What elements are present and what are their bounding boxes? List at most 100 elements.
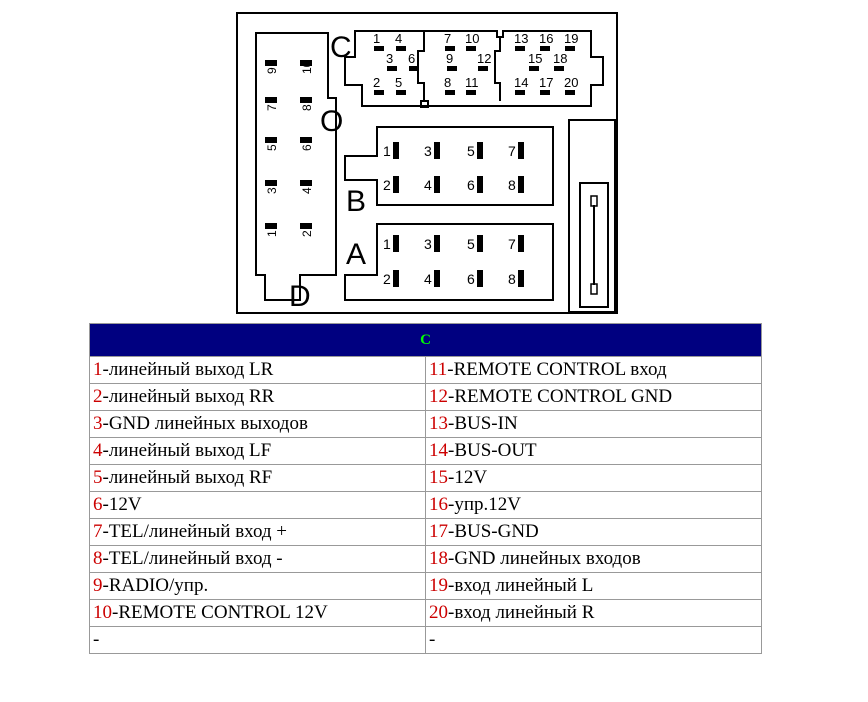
connector-c-pin (540, 46, 550, 51)
connector-c-divider-right (494, 37, 501, 101)
connector-d-pin-label: 2 (300, 230, 314, 237)
connector-a-pin-label: 6 (467, 271, 475, 287)
connector-d-pin-label: 5 (265, 144, 279, 151)
pin-cell: 11-REMOTE CONTROL вход (425, 356, 762, 384)
connector-a-pin-label: 7 (508, 236, 516, 252)
connector-d-pin-label: 8 (300, 104, 314, 111)
pin-number: 6 (93, 494, 103, 515)
connector-c-pin (374, 90, 384, 95)
pin-number: 15 (429, 467, 448, 488)
pin-description: -REMOTE CONTROL 12V (112, 602, 328, 623)
pin-number: 2 (93, 386, 103, 407)
connector-c-pin-label: 5 (395, 75, 402, 90)
connector-b-housing (344, 126, 554, 206)
connector-c-pin-label: 19 (564, 31, 578, 46)
pin-description: -REMOTE CONTROL GND (448, 386, 673, 407)
connector-b-pin (477, 142, 483, 159)
pin-cell: 4-линейный выход LF (89, 437, 426, 465)
connector-c-pin (409, 66, 419, 71)
connector-d-pin (300, 97, 312, 103)
connector-a-pin-label: 5 (467, 236, 475, 252)
connector-c-pin (529, 66, 539, 71)
pin-number: 18 (429, 548, 448, 569)
antenna-slot-outer (568, 119, 616, 313)
connector-c-key (420, 100, 429, 108)
pin-cell: 8-TEL/линейный вход - (89, 545, 426, 573)
connector-c-pin-label: 9 (446, 51, 453, 66)
connector-d-pin (300, 223, 312, 229)
connector-d-pin-label: 3 (265, 187, 279, 194)
connector-a-pin (477, 270, 483, 287)
connector-a-pin (518, 270, 524, 287)
pin-number: 9 (93, 575, 103, 596)
connector-b-pin (477, 176, 483, 193)
pin-description: -12V (102, 494, 142, 515)
pin-cell: - (425, 626, 762, 654)
connector-c-pin (447, 66, 457, 71)
connector-d-pin (300, 137, 312, 143)
pin-description: -вход линейный R (448, 602, 595, 623)
table-row: 8-TEL/линейный вход -18-GND линейных вхо… (89, 545, 762, 573)
pin-number: 16 (429, 494, 448, 515)
pin-number: 14 (429, 440, 448, 461)
connector-d-pin-label: 4 (300, 187, 314, 194)
connector-a-pin (393, 270, 399, 287)
table-header-row: C (89, 323, 762, 357)
pin-cell: 10-REMOTE CONTROL 12V (89, 599, 426, 627)
pin-cell: 12-REMOTE CONTROL GND (425, 383, 762, 411)
pin-cell: 5-линейный выход RF (89, 464, 426, 492)
pin-description: -упр.12V (448, 494, 521, 515)
connector-a-label: A (346, 238, 366, 271)
pin-description: -TEL/линейный вход - (102, 548, 283, 569)
connector-d-pin (265, 60, 277, 66)
connector-d-pin (265, 180, 277, 186)
table-row: 2-линейный выход RR 12-REMOTE CONTROL GND (89, 383, 762, 411)
pin-description: -линейный выход RF (102, 467, 273, 488)
connector-b-pin (393, 176, 399, 193)
table-header: C (89, 323, 762, 357)
connector-c-pin-label: 8 (444, 75, 451, 90)
pin-number: 10 (93, 602, 112, 623)
pin-number: 1 (93, 359, 103, 380)
table-row: 7-TEL/линейный вход +17-BUS-GND (89, 518, 762, 546)
pin-cell: 18-GND линейных входов (425, 545, 762, 573)
connector-c-pin-label: 1 (373, 31, 380, 46)
connector-d-pin-label: 6 (300, 144, 314, 151)
pin-number: 5 (93, 467, 103, 488)
connector-c-pin (396, 90, 406, 95)
connector-b-pin-label: 4 (424, 177, 432, 193)
pin-number: 3 (93, 413, 103, 434)
pin-cell: 19-вход линейный L (425, 572, 762, 600)
connector-b-pin-label: 5 (467, 143, 475, 159)
pin-description: -12V (448, 467, 488, 488)
pin-cell: 16-упр.12V (425, 491, 762, 519)
connector-d-pin-label: 10 (300, 60, 314, 74)
connector-c-pin-label: 12 (477, 51, 491, 66)
connector-c-label: C (330, 31, 352, 64)
pin-description: -линейный выход LF (102, 440, 272, 461)
pin-description: -RADIO/упр. (102, 575, 209, 596)
connector-c-pin (565, 90, 575, 95)
pin-cell: 3-GND линейных выходов (89, 410, 426, 438)
connector-b-pin (518, 142, 524, 159)
connector-b-pin-label: 8 (508, 177, 516, 193)
connector-c-pin (396, 46, 406, 51)
connector-a-housing (344, 223, 554, 301)
table-row: -- (89, 626, 762, 654)
connector-c-pin (478, 66, 488, 71)
connector-d-pin (265, 137, 277, 143)
pin-description: - (429, 629, 436, 650)
pin-cell: - (89, 626, 426, 654)
connector-b-pin-label: 1 (383, 143, 391, 159)
connector-a-pin (477, 235, 483, 252)
connector-c-pin-label: 7 (444, 31, 451, 46)
connector-c-pin (387, 66, 397, 71)
pin-cell: 15-12V (425, 464, 762, 492)
pin-description: -линейный выход RR (102, 386, 275, 407)
connector-a-pin (434, 235, 440, 252)
